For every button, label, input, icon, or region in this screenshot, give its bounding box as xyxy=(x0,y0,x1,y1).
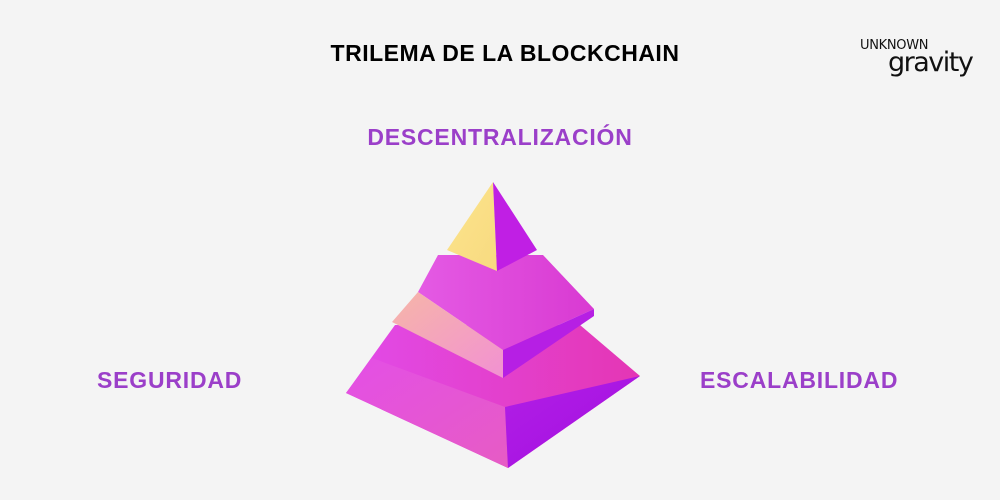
label-seguridad: SEGURIDAD xyxy=(97,367,243,393)
brand-logo: UNKNOWN gravity xyxy=(858,38,974,82)
logo-text-top: UNKNOWN xyxy=(860,38,929,53)
apex-right-face xyxy=(493,182,537,271)
apex-left-face xyxy=(447,182,497,271)
label-descentralizacion: DESCENTRALIZACIÓN xyxy=(367,124,633,150)
bottom-tier-right-face xyxy=(505,376,640,468)
logo-text-bottom: gravity xyxy=(888,47,974,78)
middle-tier-top-face xyxy=(418,255,594,350)
diagram-title: TRILEMA DE LA BLOCKCHAIN xyxy=(330,40,680,66)
bottom-tier-top-face xyxy=(346,325,640,468)
middle-tier-left-face xyxy=(392,292,503,378)
bottom-tier-left-face xyxy=(346,358,508,468)
middle-tier-right-face xyxy=(503,309,594,378)
label-escalabilidad: ESCALABILIDAD xyxy=(700,367,899,393)
